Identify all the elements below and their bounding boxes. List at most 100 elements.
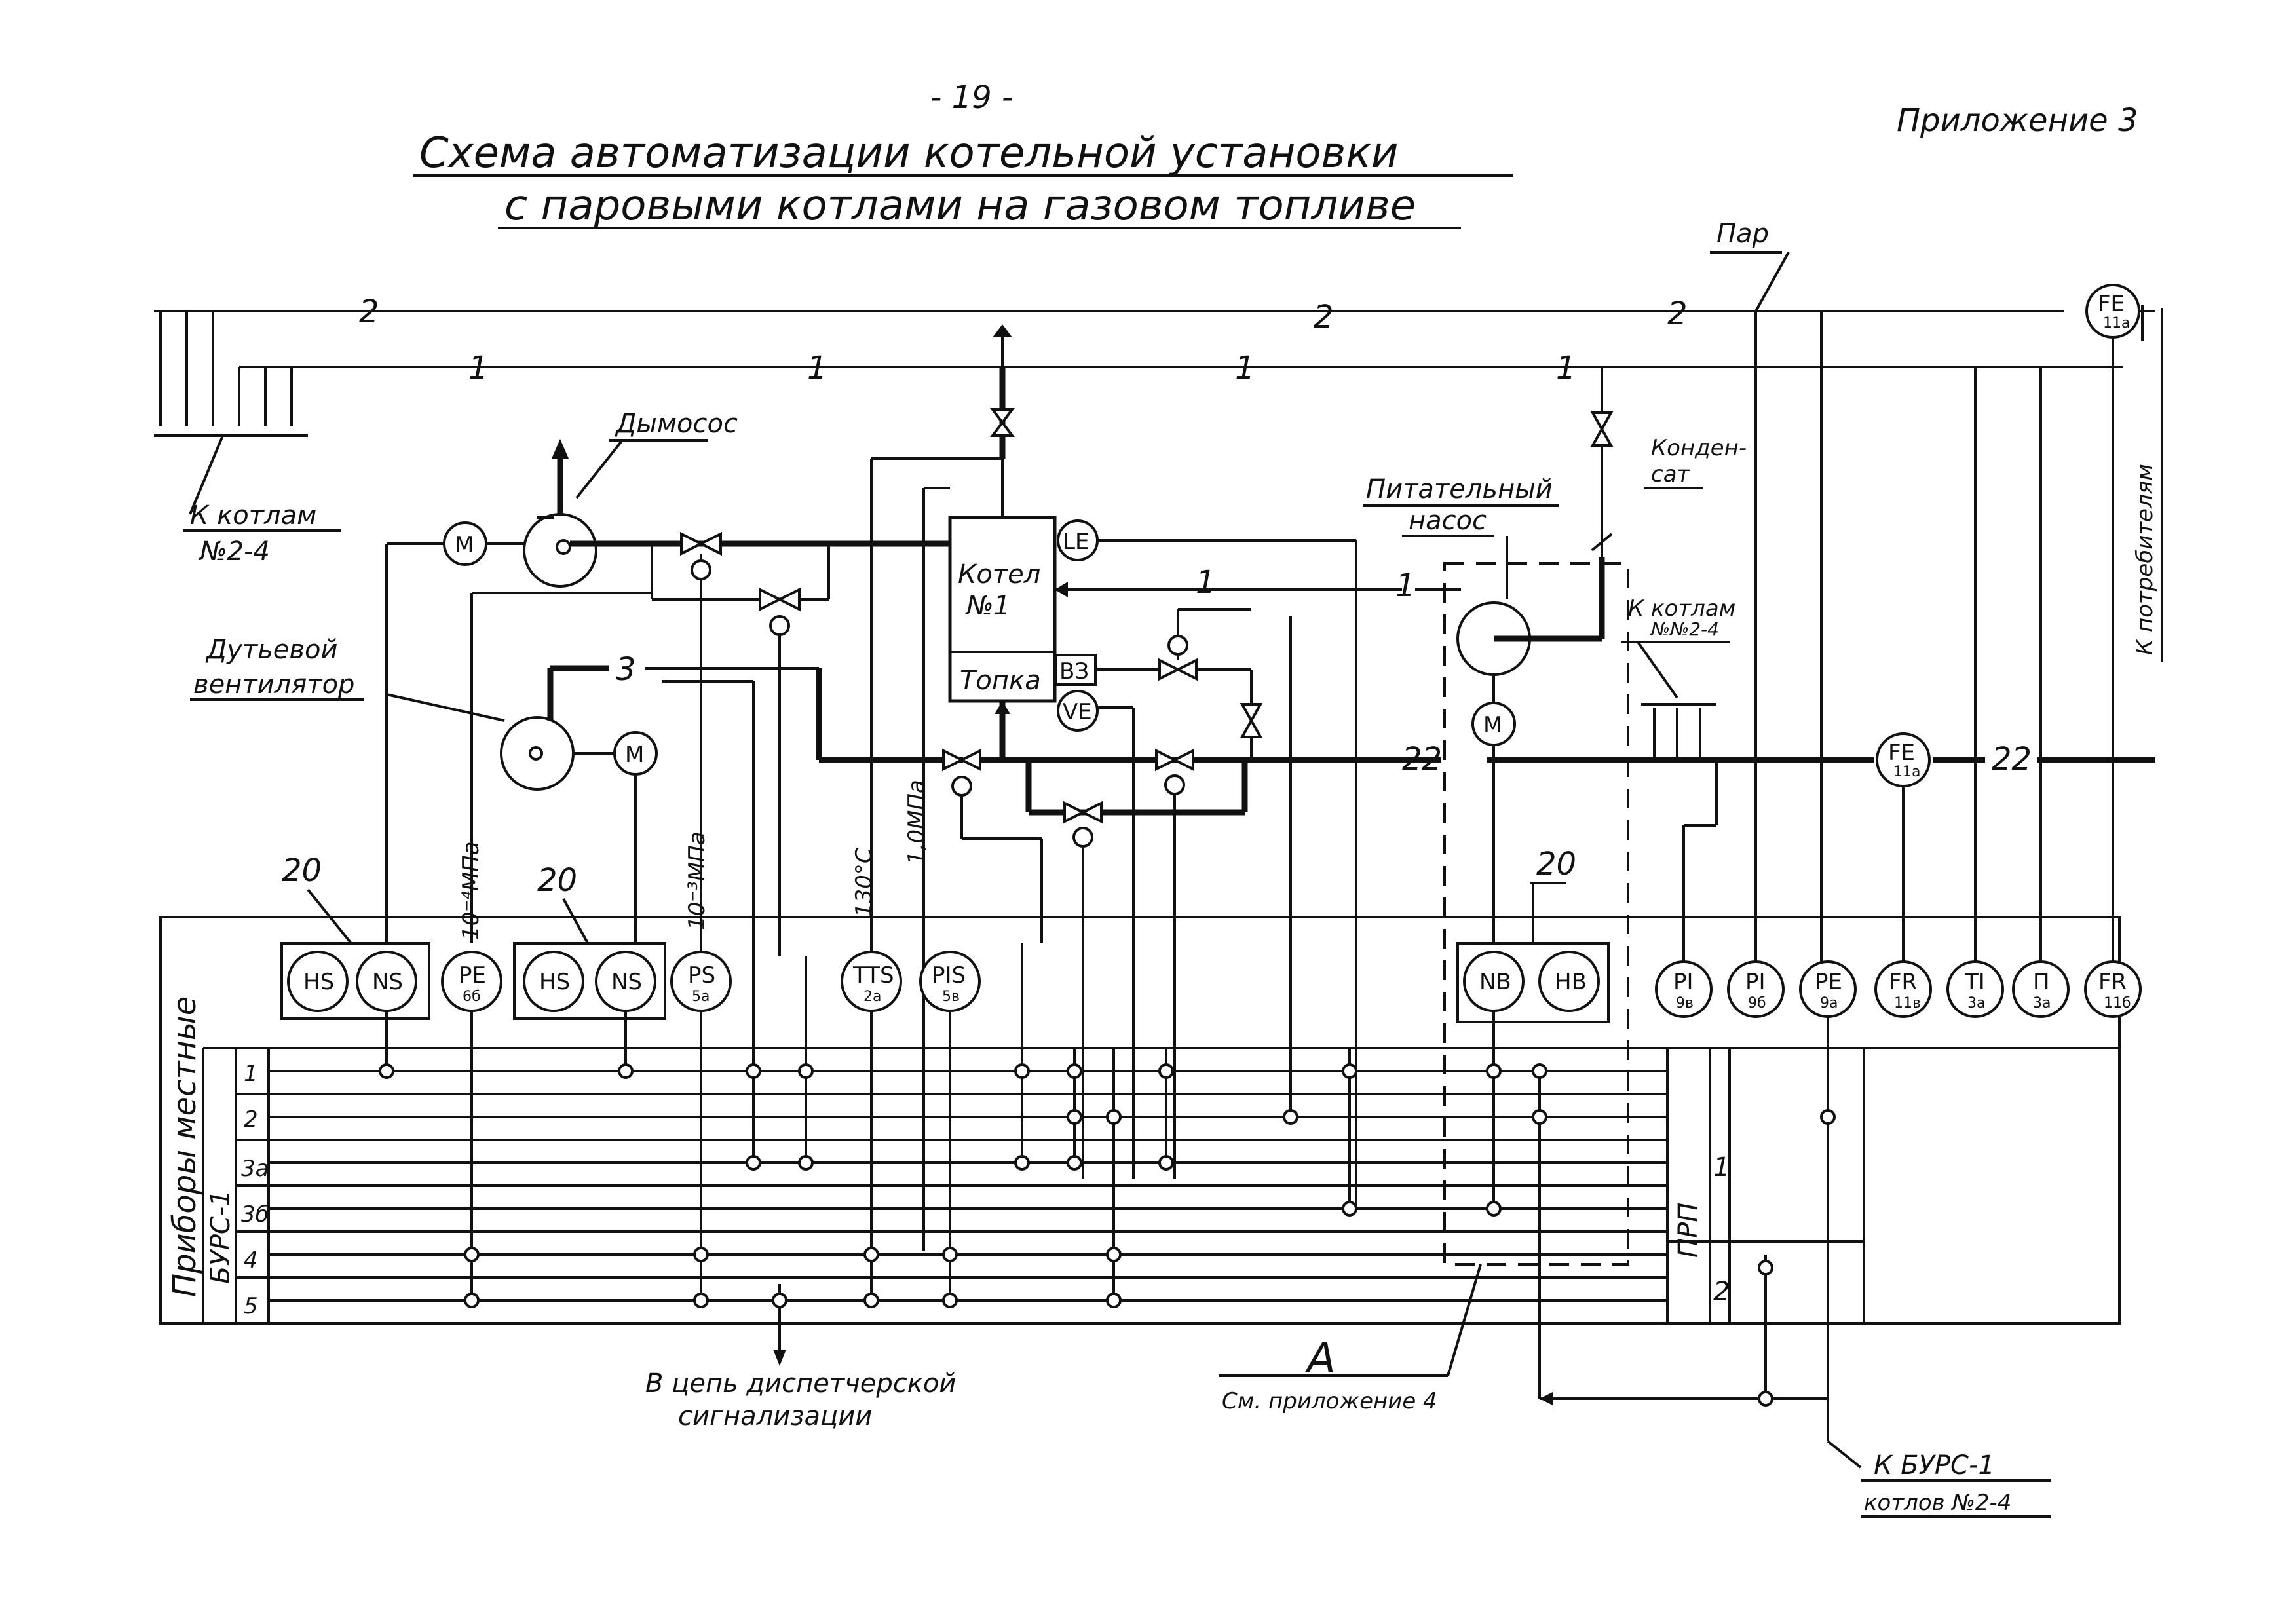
to-consumers-label: К потребителям	[2132, 464, 2158, 655]
fr11-icon	[1874, 960, 1932, 1018]
row-3b: 3б	[241, 1201, 269, 1228]
signal-rows	[236, 1048, 1667, 1323]
instr-fr11b-sub: 11б	[2104, 995, 2131, 1011]
instr-pis-sub: 5в	[942, 989, 960, 1005]
furnace-label: Топка	[960, 666, 1041, 696]
line-22-b: 22	[1992, 741, 2032, 778]
to-boilers-label: К котлам	[190, 500, 316, 531]
condensate-label-1: Конден-	[1651, 435, 1747, 461]
instr-pi8-sub: 9в	[1676, 995, 1694, 1011]
instr-ps5-sub: 5а	[692, 989, 710, 1005]
pressure-label-3: 1,0МПа	[903, 780, 930, 865]
line-22-a: 22	[1402, 741, 1442, 778]
motor-2: M	[625, 742, 644, 768]
row-4: 4	[244, 1247, 258, 1274]
to-bors-label-2: котлов №2-4	[1864, 1490, 2011, 1516]
smoke-exhauster-label: Дымосос	[615, 409, 738, 439]
row-2: 2	[244, 1106, 258, 1133]
to-boilers-right-b: №№2-4	[1650, 618, 1719, 640]
boiler-label-b: №1	[965, 591, 1010, 621]
arrows-to-boilers	[154, 311, 308, 515]
steam-label: Пар	[1716, 219, 1769, 249]
instr-tts-sub: 2а	[863, 989, 881, 1005]
panel-frame	[159, 916, 2121, 1325]
row-5: 5	[244, 1293, 258, 1319]
to-boilers-label-b: №2-4	[199, 537, 270, 567]
instr-le: LE	[1063, 529, 1089, 555]
line-3: 3	[616, 651, 636, 688]
furnace-valve-icon	[1158, 608, 1251, 681]
gas-valve-2-icon	[1155, 748, 1194, 1179]
smoke-exhauster-icon	[523, 439, 597, 588]
instr-pe6-sub: 6б	[463, 989, 481, 1005]
condensate-label-2: сат	[1651, 461, 1691, 487]
instr-fr11b: FR	[2098, 969, 2127, 995]
pi8-icon	[1655, 960, 1713, 1018]
motor-3: M	[1483, 712, 1502, 738]
feed-pump-label-2: насос	[1409, 506, 1487, 536]
bypass-valve-icon	[759, 587, 801, 956]
instr-fe-top-sub: 11а	[2103, 315, 2130, 331]
group-20-a: 20	[282, 852, 322, 889]
instr-tts: TTS	[852, 962, 894, 989]
to-boilers-right: К котлам	[1628, 595, 1735, 622]
row-3a: 3а	[241, 1156, 269, 1182]
blower-label-1: Дутьевой	[205, 635, 337, 665]
feed-pump-label-1: Питательный	[1366, 474, 1553, 504]
line-1-d: 1	[1556, 350, 1576, 387]
local-devices-label: Приборы местные	[166, 996, 203, 1297]
instr-pi8: PI	[1673, 969, 1694, 995]
instr-pe9-sub: 9а	[1820, 995, 1838, 1011]
instr-pis: PIS	[932, 962, 966, 989]
instr-fe-mid-sub: 11а	[1893, 764, 1920, 780]
dispatch-label-2: сигнализации	[678, 1401, 872, 1431]
section-a-label: А	[1304, 1334, 1336, 1383]
section-a-frame	[1443, 562, 1629, 1266]
blower-fan-icon	[500, 668, 575, 791]
instr-pi3: П	[2033, 969, 2050, 995]
bors-label: БУРС-1	[206, 1190, 236, 1284]
dispatch-label-1: В цепь диспетчерской	[645, 1369, 956, 1399]
page-number: - 19 -	[930, 79, 1013, 116]
prp-label: ПРП	[1673, 1203, 1703, 1258]
title-line-2: с паровыми котлами на газовом топливе	[504, 181, 1416, 230]
pressure-label-1: 10⁻⁴МПа	[458, 841, 484, 940]
instr-nb1: NB	[1479, 969, 1511, 995]
b3-box	[1055, 654, 1097, 686]
pi9-icon	[1727, 960, 1785, 1018]
instr-pi3-sub: 3а	[2033, 995, 2051, 1011]
gas-valve-3-icon	[1063, 801, 1103, 1179]
instr-ns2: NS	[611, 969, 642, 995]
instr-pi9: PI	[1745, 969, 1766, 995]
appendix-label: Приложение 3	[1897, 102, 2138, 139]
boiler	[948, 516, 1057, 703]
ti3-icon	[1946, 960, 2004, 1018]
gate-valve-icon	[1240, 703, 1263, 738]
instr-fr11-sub: 11в	[1894, 995, 1921, 1011]
line-2-b: 2	[1314, 299, 1334, 335]
gas-valve-icon	[680, 531, 722, 956]
line-2-a: 2	[359, 293, 379, 330]
instr-ve: VE	[1063, 699, 1092, 725]
instr-fe-mid: FE	[1888, 740, 1915, 766]
instr-hs2: HS	[539, 969, 570, 995]
line-1-b: 1	[807, 350, 827, 387]
instr-nb2: HB	[1555, 969, 1587, 995]
row-1: 1	[244, 1061, 258, 1087]
pi3-icon	[2012, 960, 2070, 1018]
feed-pump-icon	[1456, 601, 1533, 676]
instr-b3: ВЗ	[1059, 658, 1089, 685]
instr-fe-top: FE	[2098, 291, 2125, 317]
instr-pe9: PE	[1815, 969, 1842, 995]
instr-fr11: FR	[1889, 969, 1917, 995]
instr-ps5: PS	[688, 962, 715, 989]
stack-valve-icon	[990, 408, 1015, 437]
instr-hs1: HS	[303, 969, 334, 995]
instr-ns1: NS	[372, 969, 403, 995]
blower-label-2: вентилятор	[193, 670, 354, 700]
signal-connections	[379, 616, 1836, 1441]
fr11b-icon	[2084, 960, 2142, 1018]
condensate-valve-icon	[1590, 411, 1614, 447]
line-2-c: 2	[1667, 295, 1688, 332]
line-1-c: 1	[1235, 350, 1255, 387]
